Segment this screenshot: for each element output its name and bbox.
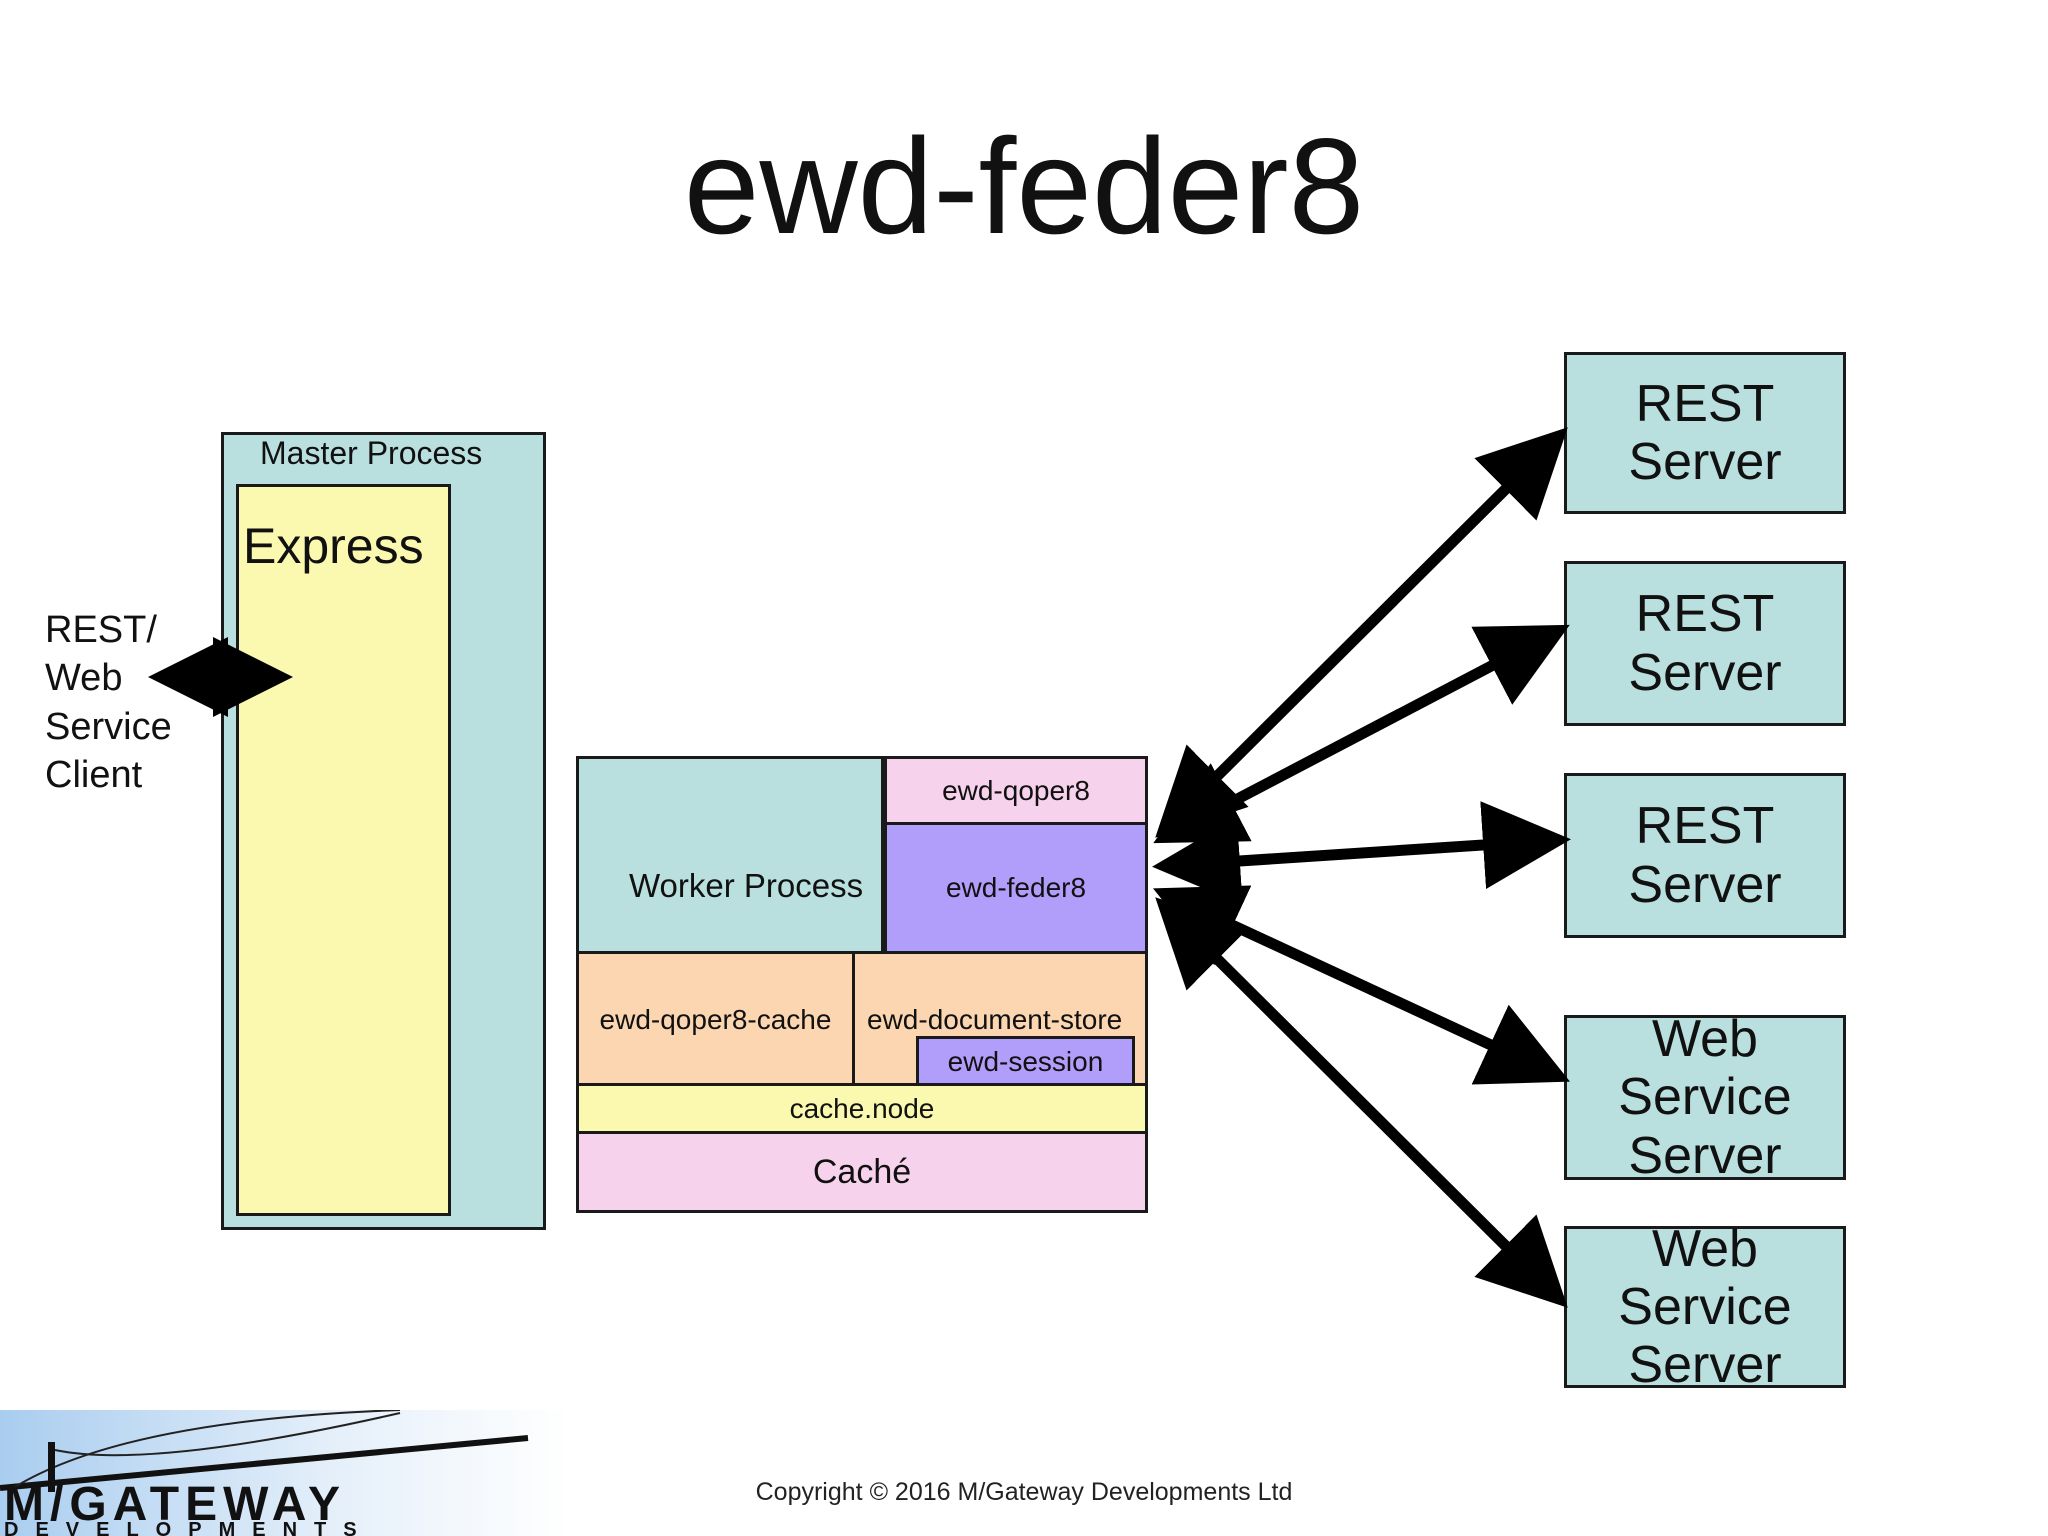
copyright: Copyright © 2016 M/Gateway Developments …	[755, 1478, 1293, 1506]
master-process-box: Master Process Express	[221, 432, 546, 1230]
rest-server-3: REST Server	[1564, 773, 1846, 938]
feder8-box: ewd-feder8	[884, 822, 1148, 954]
arrow-rest-server-1	[1155, 427, 1568, 838]
worker-process-label: Worker Process	[629, 867, 864, 904]
arrow-web-service-server-1	[1153, 885, 1570, 1085]
web-service-server-2: Web Service Server	[1564, 1220, 1846, 1394]
qoper8-cache-box: ewd-qoper8-cache	[576, 951, 855, 1086]
master-process-label: Master Process	[260, 435, 483, 471]
logo-sub: DEVELOPMENTS	[4, 1519, 374, 1536]
bridge-logo-icon: M/GATEWAY DEVELOPMENTS	[0, 1410, 570, 1536]
rest-server-2: REST Server	[1564, 561, 1846, 726]
page-title: ewd-feder8	[683, 110, 1365, 262]
arrow-rest-server-3	[1152, 801, 1571, 905]
cache-node-box: cache.node	[576, 1083, 1148, 1134]
document-store-label: ewd-document-store	[867, 1004, 1123, 1035]
express-label: Express	[243, 518, 424, 574]
mgateway-logo: M/GATEWAY DEVELOPMENTS	[0, 1410, 570, 1536]
logo-name: M/GATEWAY	[4, 1478, 346, 1531]
arrow-web-service-server-2	[1155, 897, 1568, 1308]
arrow-rest-server-2	[1153, 624, 1570, 844]
cache-box: Caché	[576, 1131, 1148, 1213]
express-box: Express	[236, 484, 451, 1216]
rest-server-1: REST Server	[1564, 352, 1846, 514]
